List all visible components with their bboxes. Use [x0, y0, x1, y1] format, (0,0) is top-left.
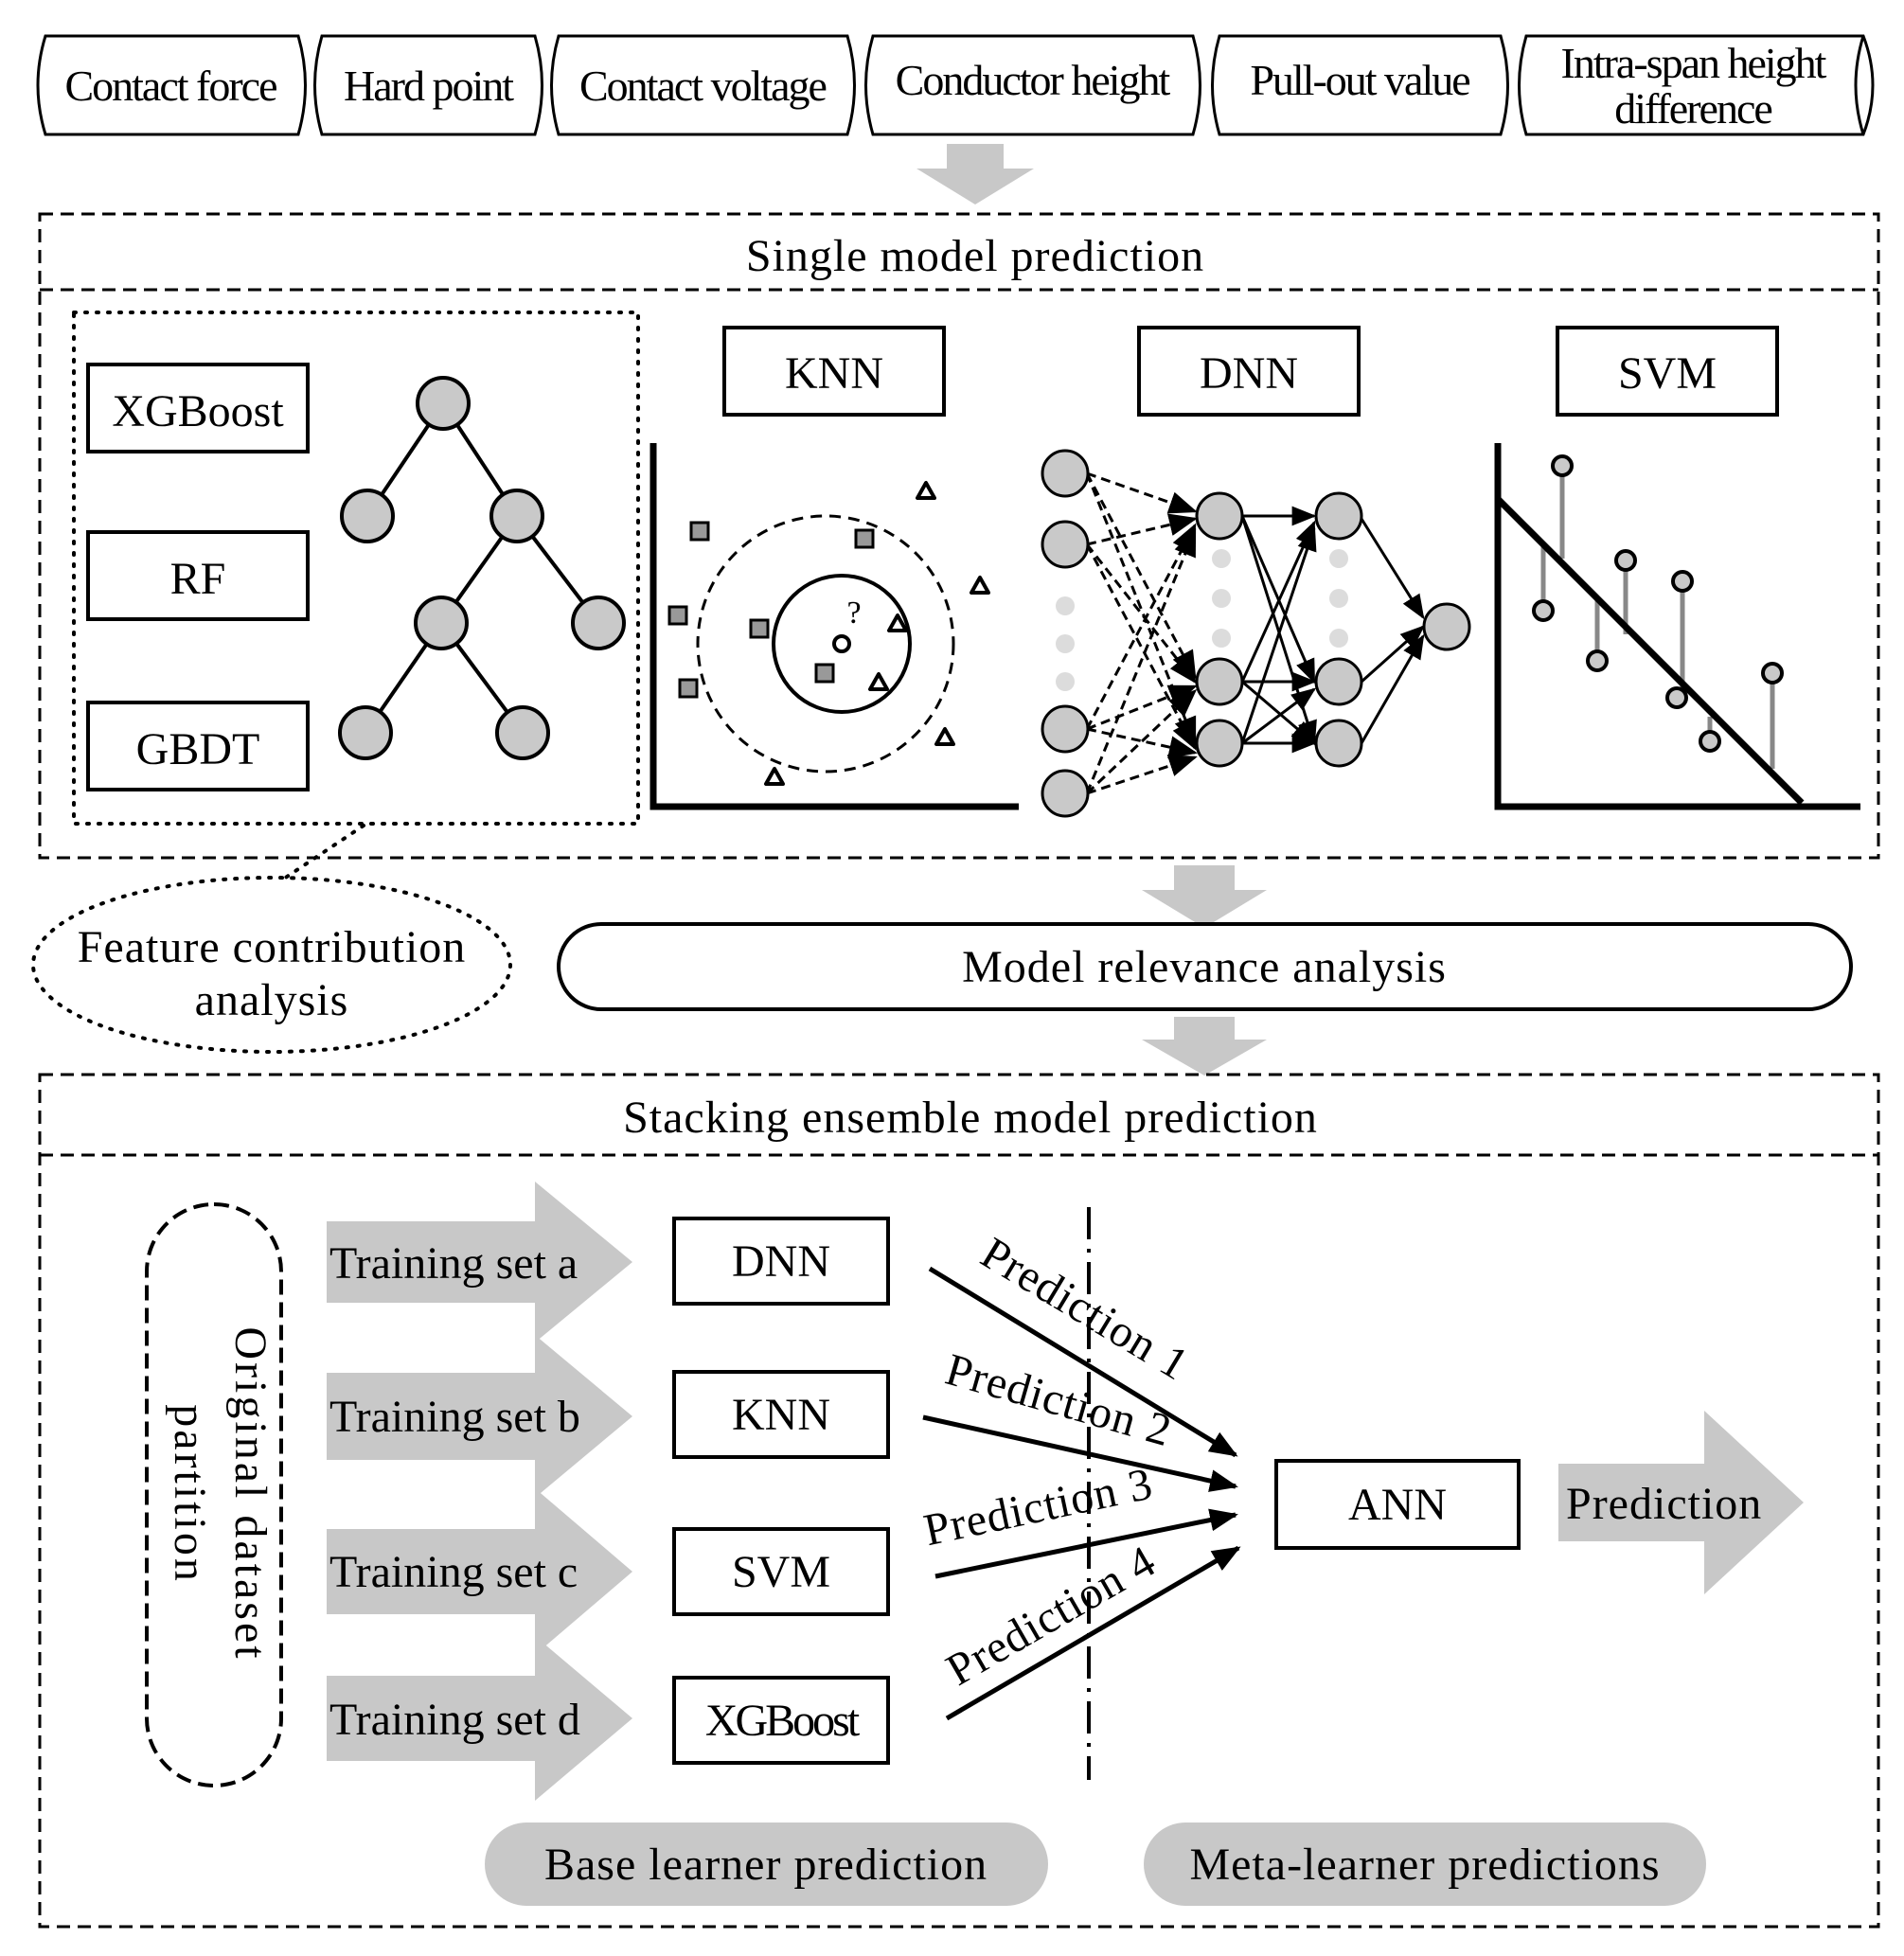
decision-tree-icon: [338, 376, 626, 760]
feature-label-intra-span-height: Intra-span height: [1561, 39, 1827, 87]
feature-label-contact-force: Contact force: [64, 62, 276, 110]
base-learner-knn-label: KNN: [732, 1390, 830, 1440]
feature-contribution-line2: analysis: [195, 975, 349, 1025]
dataset-partition-line2: partition: [165, 1404, 215, 1584]
meta-learner-ann-label: ANN: [1348, 1480, 1447, 1530]
feature-box-hard-point: [313, 34, 543, 136]
tree-models-group: [72, 311, 640, 826]
dnn-title-label: DNN: [1200, 348, 1298, 399]
flow-arrow-down-1: [916, 144, 1034, 204]
svm-title-box: [1556, 326, 1779, 417]
meta-phase-label: Meta-learner predictions: [1189, 1840, 1660, 1890]
training-set-d-label: Training set d: [329, 1695, 580, 1745]
xgboost-box: [86, 363, 310, 453]
rf-label: RF: [170, 554, 226, 604]
dataset-partition-pill: [145, 1202, 283, 1787]
model-relevance-box: [557, 922, 1853, 1011]
prediction-1-arrow: [928, 1266, 1238, 1458]
flow-arrow-down-2: [1142, 865, 1267, 928]
svm-regression-icon: [1494, 443, 1860, 810]
gbdt-box: [86, 701, 310, 791]
feature-box-pull-out-value: [1211, 34, 1509, 136]
prediction-2-arrow: [922, 1414, 1238, 1492]
feature-box-conductor-height: [864, 34, 1201, 136]
output-prediction-arrow: [1558, 1411, 1804, 1594]
rf-box: [86, 530, 310, 621]
model-relevance-label: Model relevance analysis: [962, 942, 1447, 992]
feature-label-difference: difference: [1614, 84, 1771, 133]
base-learner-knn-box: [672, 1370, 890, 1459]
dataset-partition-line1: Original dataset: [225, 1326, 276, 1661]
feature-contribution-ellipse: [31, 876, 512, 1054]
knn-plot-icon: ?: [649, 443, 1019, 810]
prediction-3-label: Prediction 3: [919, 1458, 1157, 1556]
training-arrow-b: [327, 1335, 632, 1498]
flow-arrow-down-3: [1142, 1017, 1267, 1076]
base-learner-xgboost-label: XGBoost: [705, 1696, 861, 1746]
feature-bar: [36, 34, 1875, 136]
svm-title-label: SVM: [1618, 348, 1717, 399]
meta-learner-ann-box: [1274, 1459, 1521, 1550]
base-learner-dnn-label: DNN: [732, 1236, 830, 1287]
gbdt-label: GBDT: [136, 724, 260, 774]
training-set-a-label: Training set a: [329, 1238, 578, 1289]
stacking-title: Stacking ensemble model prediction: [623, 1093, 1318, 1143]
dnn-title-box: [1137, 326, 1361, 417]
feature-box-contact-voltage: [550, 34, 856, 136]
training-set-b-label: Training set b: [329, 1392, 580, 1442]
single-model-title: Single model prediction: [746, 231, 1204, 281]
dnn-network-icon: [1041, 449, 1471, 818]
output-prediction-label: Prediction: [1566, 1479, 1762, 1529]
stacking-section: [38, 1073, 1880, 1929]
training-arrow-a: [327, 1182, 632, 1343]
base-learner-svm-label: SVM: [732, 1547, 830, 1597]
training-arrow-d: [327, 1636, 632, 1801]
knn-title-label: KNN: [785, 348, 883, 399]
feature-box-contact-force: [36, 34, 307, 136]
prediction-4-arrow: [945, 1545, 1241, 1721]
xgboost-label: XGBoost: [112, 386, 284, 436]
feature-contribution-line1: Feature contribution: [78, 922, 467, 972]
prediction-3-arrow: [934, 1508, 1238, 1579]
prediction-4-label: Prediction 4: [938, 1536, 1165, 1696]
feature-label-hard-point: Hard point: [344, 62, 514, 110]
base-phase-pill: [485, 1823, 1048, 1906]
meta-phase-pill: [1144, 1823, 1706, 1906]
base-phase-label: Base learner prediction: [544, 1840, 988, 1890]
training-set-c-label: Training set c: [329, 1547, 578, 1597]
knn-query-mark: ?: [846, 596, 861, 631]
feature-label-contact-voltage: Contact voltage: [579, 62, 827, 110]
feature-analysis-connector: [282, 824, 365, 880]
base-learner-svm-box: [672, 1527, 890, 1616]
feature-label-conductor-height: Conductor height: [896, 56, 1171, 104]
knn-title-box: [722, 326, 946, 417]
single-model-section: [38, 212, 1880, 860]
training-arrow-c: [327, 1488, 632, 1655]
base-learner-xgboost-box: [672, 1676, 890, 1765]
feature-label-pull-out-value: Pull-out value: [1250, 56, 1469, 104]
base-learner-dnn-box: [672, 1217, 890, 1306]
feature-box-intra-span-cap: [1854, 35, 1865, 135]
